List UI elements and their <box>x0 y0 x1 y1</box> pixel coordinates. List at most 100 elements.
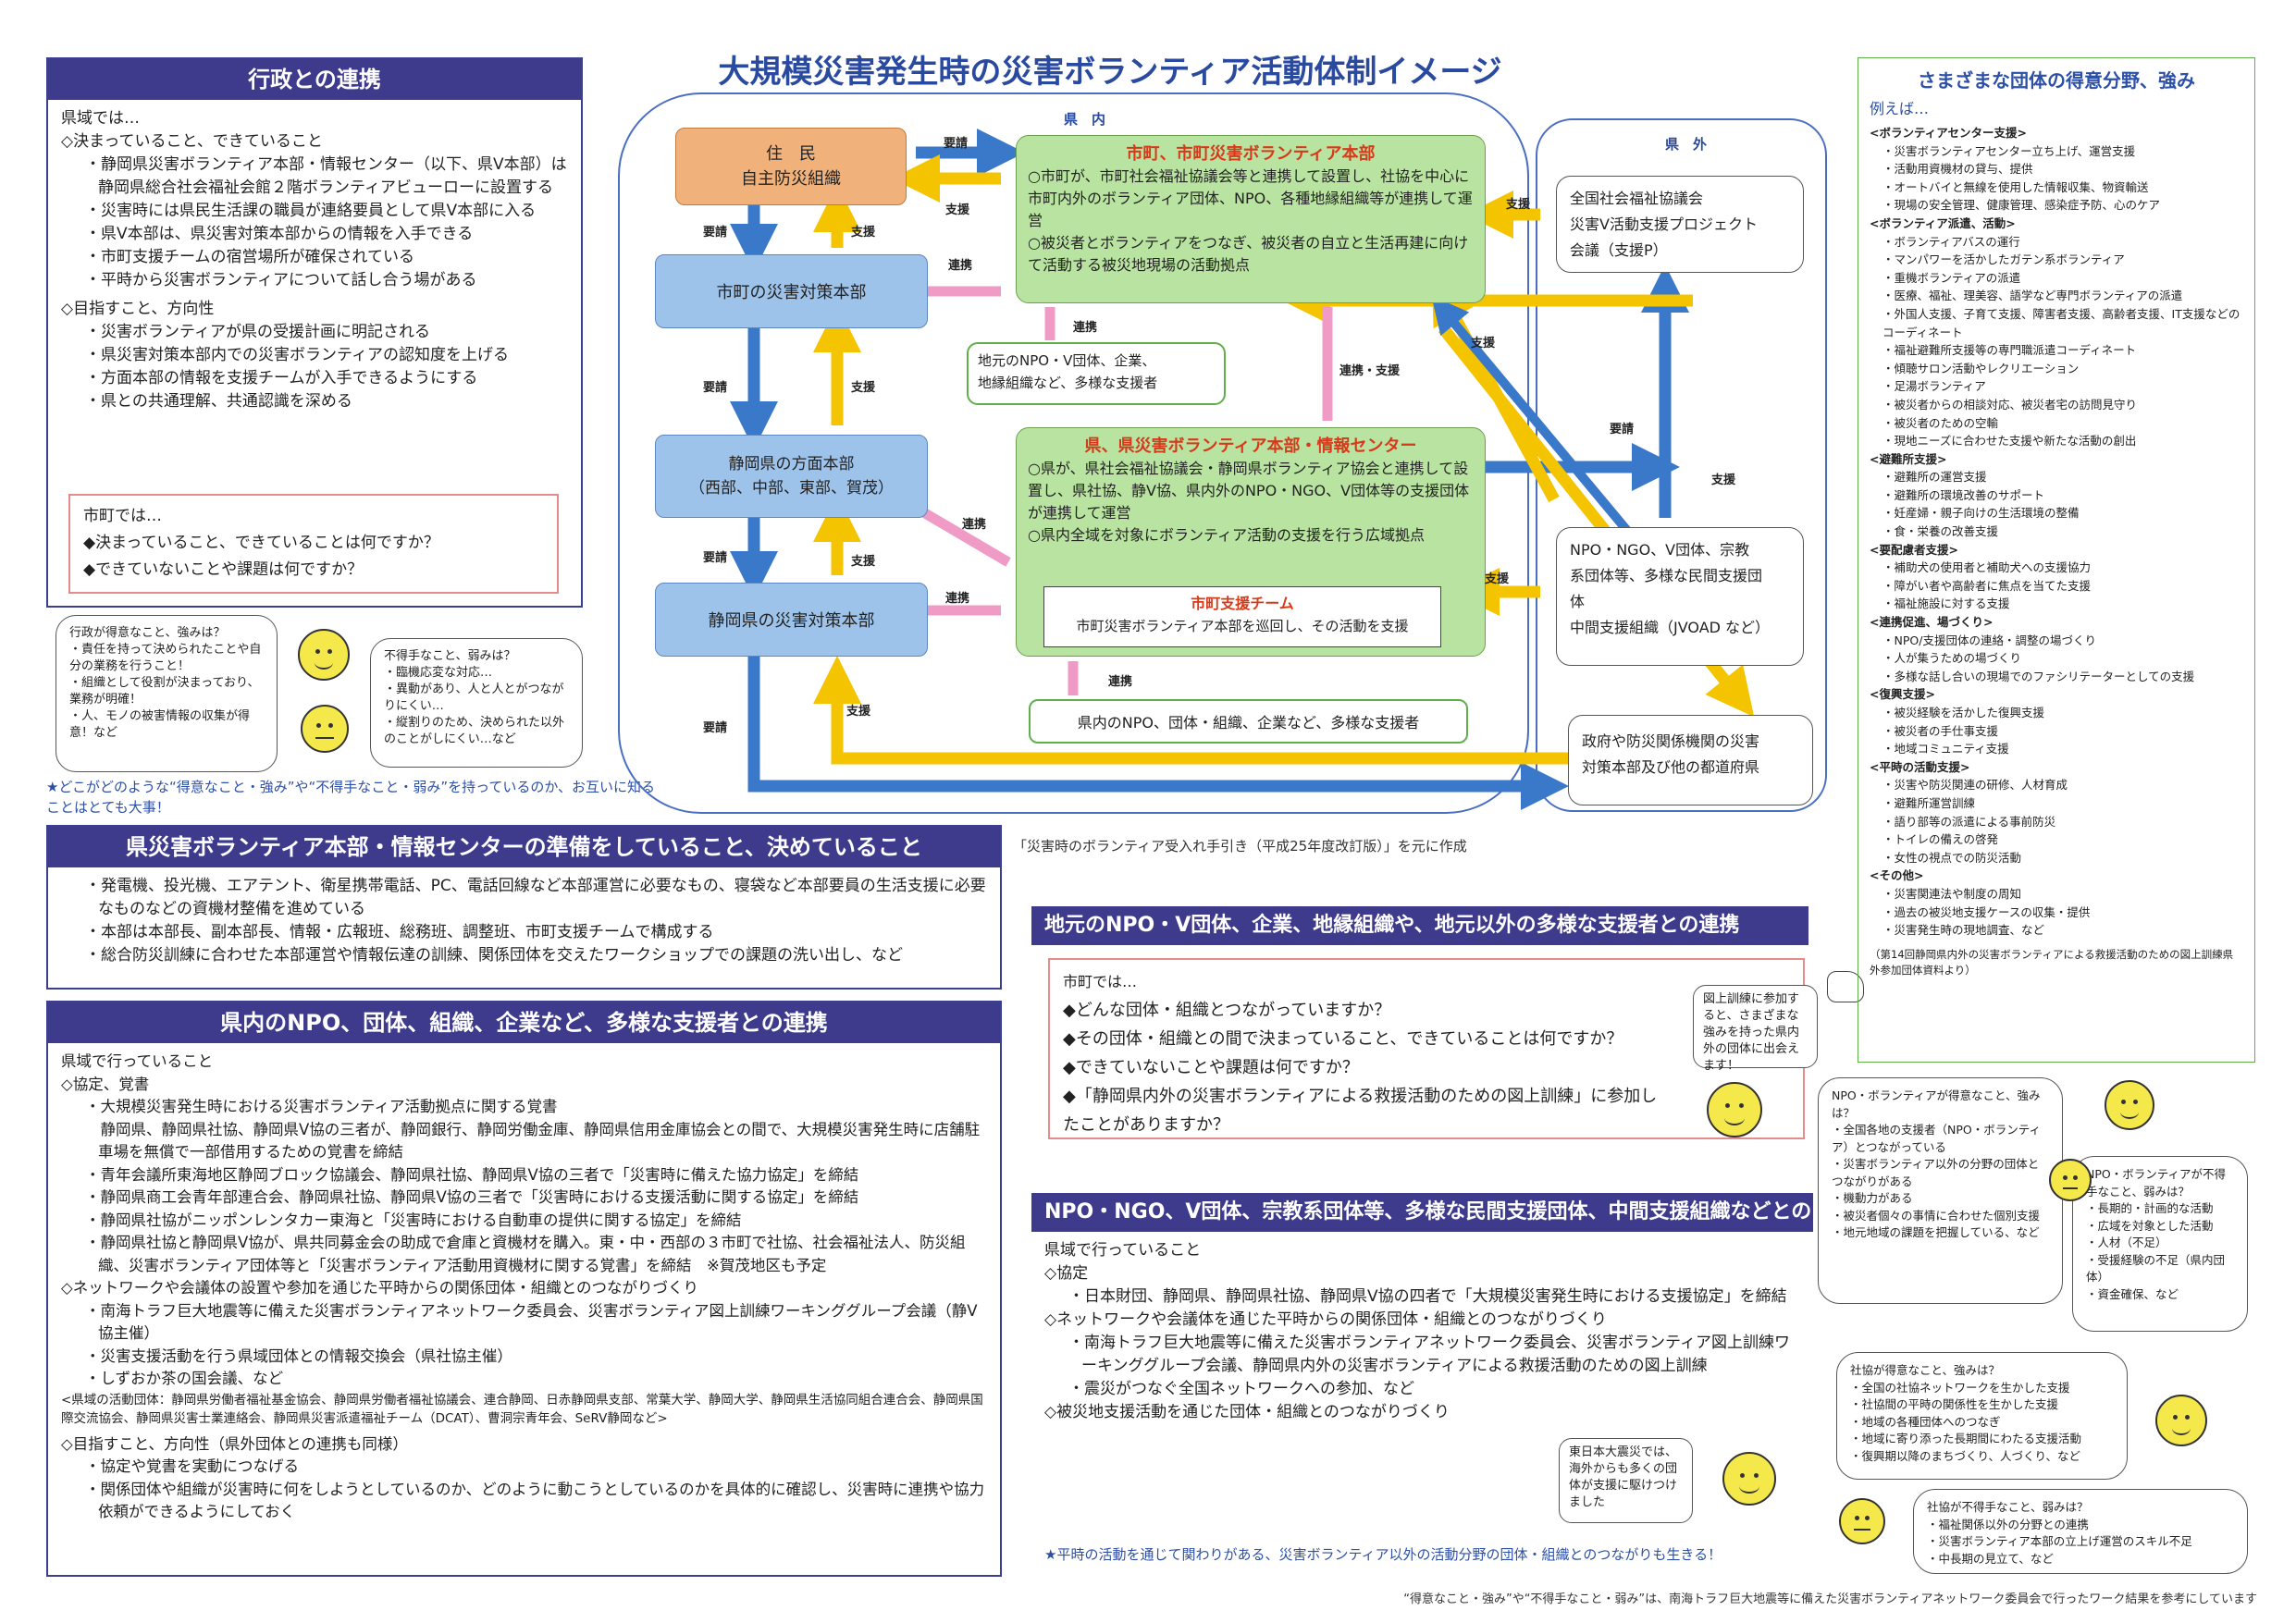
text-line: ◆どんな団体・組織とつながっていますか？ <box>1063 1001 1391 1020</box>
text-line: ○被災者とボランティアをつなぎ、被災者の自立と生活再建に向けて活動する被災地現場… <box>1028 234 1469 274</box>
label-renkei-shien: 連携・支援 <box>1339 364 1401 378</box>
text-line: 系団体等、多様な民間支援団 <box>1570 567 1763 584</box>
text-line: ・臨機応変な対応… <box>384 666 493 680</box>
text-line: ・地元地域の課題を把握している、など <box>1832 1225 2040 1239</box>
text-line: 災害V活動支援プロジェクト <box>1570 215 1758 233</box>
strength-category: <復興支援> <box>1870 687 1935 702</box>
text-line: ◆「静岡県内外の災害ボランティアによる救援活動のための図上訓練」に参加したことが… <box>1063 1087 1658 1135</box>
label-shien: 支援 <box>851 226 876 240</box>
text-line: ◇ネットワークや会議体の設置や参加を通じた平時からの関係団体・組織とのつながりづ… <box>61 1279 699 1297</box>
text-line: 静岡県の災害対策本部 <box>708 611 875 631</box>
zujo-bubble: 図上訓練に参加すると、さまざまな強みを持った県内外の団体に出会えます！ <box>1693 985 1818 1073</box>
text-line: 政府や防災関係機関の災害 <box>1582 732 1760 750</box>
text-line: ・協定や覚書を実動につなげる <box>85 1457 299 1475</box>
text-line: 体 <box>1570 593 1586 610</box>
team-box: 市町支援チーム 市町災害ボランティア本部を巡回し、その活動を支援 <box>1043 586 1441 647</box>
jumin-box: 住 民 自主防災組織 <box>675 128 907 205</box>
label-renkei: 連携 <box>945 592 970 606</box>
kennai-panel: 県内のNPO、団体、組織、企業など、多様な支援者との連携 県域で行っていること … <box>46 1001 1002 1577</box>
strength-category: <ボランティア派遣、活動> <box>1870 215 2016 230</box>
strength-category: <その他> <box>1870 868 1924 883</box>
label-renkei: 連携 <box>1108 675 1133 689</box>
text-line: 不得手なこと、弱みは？ <box>384 649 516 663</box>
text-line: ◇被災地支援活動を通じた団体・組織とのつながりづくり <box>1044 1403 1450 1421</box>
text-line: ・災害ボランティア本部の立上げ運営のスキル不足 <box>1927 1534 2192 1548</box>
text-line: ・受援経験の不足（県内団体） <box>2086 1252 2226 1285</box>
strength-item: ・トイレの備えの啓発 <box>1882 832 1999 847</box>
label-shien: 支援 <box>851 555 876 569</box>
kennai-label: 県 内 <box>1064 111 1106 128</box>
label-yosei: 要請 <box>944 137 969 151</box>
text-line: 静岡県の方面本部 <box>728 455 855 473</box>
text-line: ・福祉関係以外の分野との連携 <box>1927 1517 2089 1531</box>
gyosei-weakness-bubble: 不得手なこと、弱みは？ ・臨機応変な対応… ・異動があり、人と人とがつながりにく… <box>370 638 583 768</box>
text-line: ◇協定 <box>1044 1264 1089 1283</box>
box-title: 市町、市町災害ボランティア本部 <box>1126 144 1376 164</box>
text-line: ・平時から災害ボランティアについて話し合う場がある <box>85 271 477 289</box>
shakyo-weakness-bubble: 社協が不得手なこと、弱みは？ ・福祉関係以外の分野との連携 ・災害ボランティア本… <box>1913 1489 2248 1574</box>
seifu-box: 政府や防災関係機関の災害 対策本部及び他の都道府県 <box>1568 715 1813 805</box>
text-line: 県内のNPO、団体・組織、企業など、多様な支援者 <box>1077 714 1420 732</box>
label-shien: 支援 <box>945 203 970 217</box>
text-line: ・全国の社協ネットワークを生かした支援 <box>1850 1380 2070 1395</box>
text-line: ◇目指すこと、方向性 <box>61 300 215 318</box>
strength-item: ・避難所運営訓練 <box>1882 795 1976 810</box>
strength-item: ・過去の被災地支援ケースの収集・提供 <box>1882 904 2091 919</box>
text-line: ・復興期以降のまちづくり、人づくり、など <box>1850 1448 2081 1463</box>
jimoto-support-box: 地元のNPO・V団体、企業、 地縁組織など、多様な支援者 <box>967 342 1226 405</box>
strength-item: ・災害発生時の現地調査、など <box>1882 923 2045 938</box>
strength-item: ・障がい者や高齢者に焦点を当てた支援 <box>1882 578 2092 593</box>
strength-item: ・NPO/支援団体の連絡・調整の場づくり <box>1882 633 2096 647</box>
text-line: ・異動があり、人と人とがつながりにくい… <box>384 682 564 713</box>
strength-item: ・被災者のための空輸 <box>1882 415 1999 430</box>
text-line: 県域では… <box>61 109 140 128</box>
strength-category: <連携促進、場づくり> <box>1870 615 1994 630</box>
strength-item: ・人が集うための場づくり <box>1882 651 2022 666</box>
text-line: 東日本大震災では、海外からも多くの団体が支援に駆けつけました <box>1569 1445 1678 1509</box>
text-line: ・中長期の見立て、など <box>1927 1551 2054 1566</box>
gyosei-body: 県域では… ◇決まっていること、できていること ・静岡県災害ボランティア本部・情… <box>48 100 581 421</box>
shicho-v-box: 市町、市町災害ボランティア本部 ○市町が、市町社会福祉協議会等と連携して設置し、… <box>1016 135 1486 303</box>
smile-face-icon <box>298 629 350 681</box>
text-line: 行政が得意なこと、強みは？ <box>69 626 226 640</box>
jimoto-header: 地元のNPO・V団体、企業、地縁組織や、地元以外の多様な支援者との連携 <box>1031 906 1808 945</box>
jimoto-question-box: 市町では… ◆どんな団体・組織とつながっていますか？ ◆その団体・組織との間で決… <box>1048 958 1805 1139</box>
worried-face-icon <box>1839 1498 1885 1544</box>
text-line: NPO・NGO、V団体、宗教 <box>1570 541 1750 559</box>
strengths-title: さまざまな団体の得意分野、強み <box>1918 69 2195 92</box>
label-shien: 支援 <box>1711 473 1736 487</box>
text-line: ○県が、県社会福祉協議会・静岡県ボランティア協会と連携して設置し、県社協、静V協… <box>1028 460 1470 522</box>
text-line: 社協が不得手なこと、弱みは？ <box>1927 1500 2089 1514</box>
label-yosei: 要請 <box>703 381 728 395</box>
strength-item: ・被災者の手仕事支援 <box>1882 723 1999 738</box>
text-line: ・資金確保、など <box>2086 1286 2179 1301</box>
text-line: ・日本財団、静岡県、静岡県社協、静岡県V協の四者で「大規模災害発生時における支援… <box>1068 1287 1787 1306</box>
text-line: ・静岡県社協と静岡県V協が、県共同募金会の助成で倉庫と資機材を購入。東・中・西部… <box>85 1234 966 1274</box>
text-line: ◇協定、覚書 <box>61 1075 150 1093</box>
text-line: 中間支援組織（JVOAD など） <box>1570 619 1771 636</box>
label-renkei: 連携 <box>962 518 987 532</box>
ken-taisaku-box: 静岡県の災害対策本部 <box>655 583 928 657</box>
label-shien: 支援 <box>1471 337 1496 350</box>
text-line: NPO・ボランティアが不得手なこと、弱みは？ <box>2086 1167 2226 1199</box>
kengai-label: 県 外 <box>1665 136 1708 153</box>
text-line: 県域で行っていること <box>61 1052 214 1070</box>
label-shien: 支援 <box>1485 572 1510 586</box>
strength-item: ・災害ボランティアセンター立ち上げ、運営支援 <box>1882 143 2136 158</box>
text-line: 市町では… <box>1063 973 1138 990</box>
text-line: ・静岡県災害ボランティア本部・情報センター（以下、県V本部）は静岡県総合社会福祉… <box>85 155 567 197</box>
text-line: ・南海トラフ巨大地震等に備えた災害ボランティアネットワーク委員会、災害ボランティ… <box>1068 1334 1790 1375</box>
text-line: ・県V本部は、県災害対策本部からの情報を入手できる <box>85 225 474 243</box>
text-line: ◇目指すこと、方向性（県外団体との連携も同様） <box>61 1434 408 1453</box>
npo-header: NPO・NGO、V団体、宗教系団体等、多様な民間支援団体、中間支援組織などとの連… <box>1031 1193 1813 1262</box>
gyosei-panel: 行政との連携 県域では… ◇決まっていること、できていること ・静岡県災害ボラン… <box>46 57 583 608</box>
kennai-npo-box: 県内のNPO、団体・組織、企業など、多様な支援者 <box>1029 699 1468 744</box>
text-line: ・大規模災害発生時における災害ボランティア活動拠点に関する覚書 <box>85 1098 558 1115</box>
text-line: ・災害ボランティアが県の受援計画に明記される <box>85 323 430 341</box>
text-line: 地元のNPO・V団体、企業、 <box>978 352 1156 369</box>
text-line: 市町では… <box>83 507 162 525</box>
text-line: NPO・ボランティアが得意なこと、強みは？ <box>1832 1088 2041 1120</box>
text-line: 県域で行っていること <box>1044 1241 1202 1260</box>
text-line: ・地域の各種団体へのつなぎ <box>1850 1414 2001 1429</box>
shicho-taisaku-box: 市町の災害対策本部 <box>655 254 928 328</box>
